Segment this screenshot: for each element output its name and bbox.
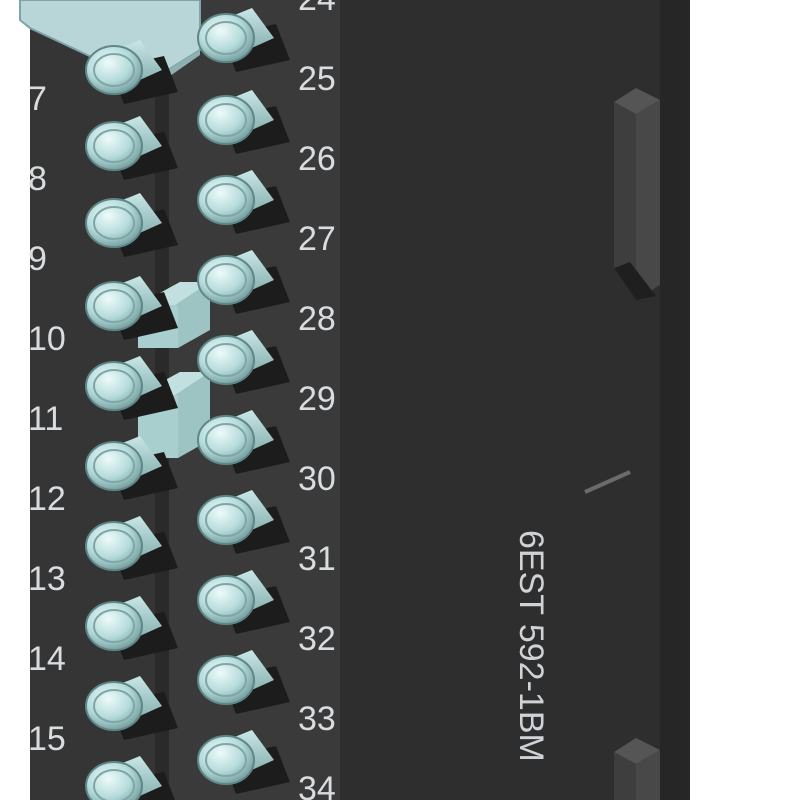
terminal-screw: [85, 676, 178, 740]
terminal-screw: [85, 276, 178, 340]
terminal-label: 14: [28, 640, 66, 678]
terminal-screw: [85, 756, 175, 800]
terminal-label: 13: [28, 560, 66, 598]
terminal-label: 7: [28, 80, 47, 118]
terminal-label: 27: [298, 220, 336, 258]
terminal-label: 24: [298, 0, 336, 18]
latch-slot-lower: [614, 738, 660, 800]
terminal-label: 30: [298, 460, 336, 498]
terminal-label: 32: [298, 620, 336, 658]
terminal-label: 26: [298, 140, 336, 178]
terminal-label: 10: [28, 320, 66, 358]
terminal-screw: [197, 570, 290, 634]
left-terminal-screws: [85, 40, 178, 800]
terminal-screw: [197, 490, 290, 554]
terminal-label: 34: [298, 770, 336, 800]
terminal-screw: [197, 330, 290, 394]
terminal-screw: [85, 193, 178, 257]
terminal-label: 33: [298, 700, 336, 738]
terminal-screw: [85, 116, 178, 180]
terminal-screw: [197, 730, 290, 794]
terminal-screw: [85, 596, 178, 660]
terminal-screw: [85, 356, 178, 420]
terminal-label: 25: [298, 60, 336, 98]
terminal-screw: [197, 8, 290, 72]
terminal-screw: [197, 250, 290, 314]
terminal-label: 12: [28, 480, 66, 518]
terminal-screw: [197, 90, 290, 154]
terminal-label: 9: [28, 240, 47, 278]
terminal-screw: [197, 170, 290, 234]
terminal-label: 8: [28, 160, 47, 198]
terminal-label: 31: [298, 540, 336, 578]
terminal-label: 28: [298, 300, 336, 338]
housing-groove: [584, 470, 631, 494]
right-terminal-screws: [197, 8, 290, 794]
left-terminal-labels: 7 8 9 10 11 12 13 14 15: [28, 80, 66, 758]
terminal-screw: [85, 40, 178, 104]
terminal-screw: [197, 410, 290, 474]
terminal-label: 29: [298, 380, 336, 418]
terminal-screw: [85, 436, 178, 500]
terminal-label: 11: [28, 400, 63, 438]
terminal-label: 15: [28, 720, 66, 758]
terminal-screw: [197, 650, 290, 714]
terminal-screw: [85, 516, 178, 580]
part-number: 6EST 592-1BM: [512, 530, 550, 762]
latch-slot-upper: [614, 88, 660, 300]
housing-right-edge: [660, 0, 690, 800]
housing-front-face: [340, 0, 690, 800]
right-terminal-labels: 24 25 26 27 28 29 30 31 32 33 34: [298, 0, 336, 800]
